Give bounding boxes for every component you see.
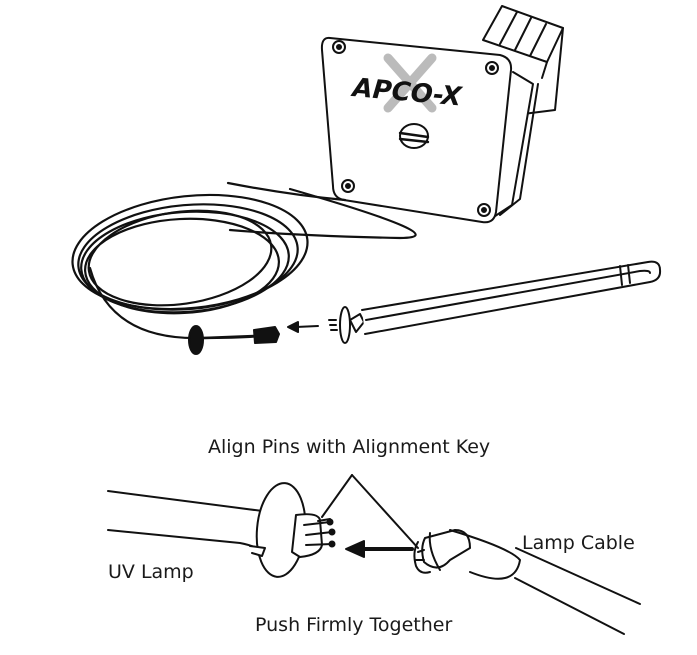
lamp-cable-plug [188,325,280,355]
alignment-pointer-lines [321,474,419,549]
ballast-box [320,5,564,224]
push-arrow-icon [345,540,414,558]
lamp-base-pins [291,513,336,558]
lamp-cable-label: Lamp Cable [522,532,635,554]
align-pins-label: Align Pins with Alignment Key [208,436,491,458]
push-together-label: Push Firmly Together [255,614,453,636]
logo-emblem-icon [398,123,430,149]
lamp-cable-connector [413,529,641,635]
uv-lamp-tube [107,490,271,553]
arrow-left-icon [287,321,319,333]
power-cord-coil [71,181,417,340]
uv-lamp-label: UV Lamp [108,561,194,583]
uv-lamp-assembly [328,260,662,344]
